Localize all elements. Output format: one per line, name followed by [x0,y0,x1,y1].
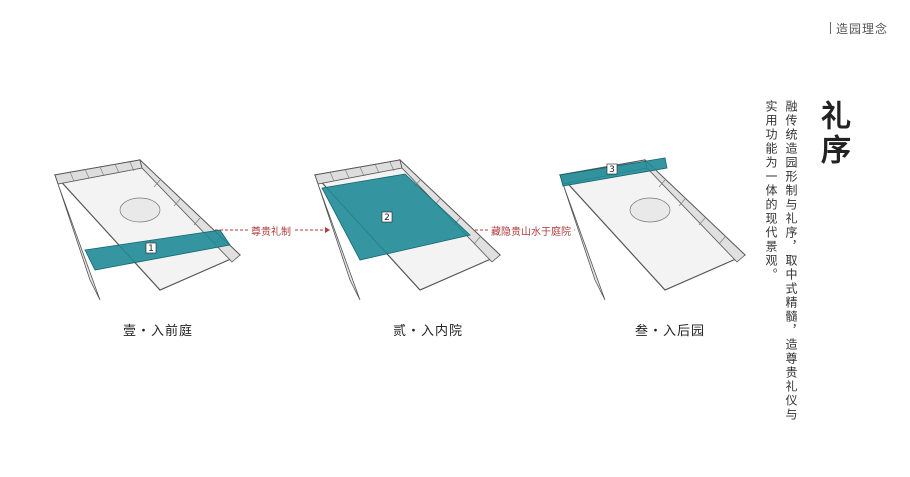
transition-label-2: 藏隐贵山水于庭院 [488,223,574,238]
stage-badge-1-text: 1 [148,244,154,254]
roof-left [314,174,361,301]
transition-label-1: 尊贵礼制 [248,223,294,238]
stage-badge-3 [606,163,618,175]
courtyard-sketch-3: 3 [558,157,747,301]
stage-2-caption: 贰・入内院 [392,324,463,339]
courtyard-sketch-2: 2 [313,158,502,301]
header-divider [829,22,831,34]
stage-badge-2-text: 2 [384,213,390,223]
description-line-2: 实用功能为一体的现代景观。 [764,100,778,282]
stage-3-caption: 叁・入后园 [634,324,705,339]
stage-1-caption: 壹・入前庭 [122,324,193,339]
courtyard-sketch-1: 1 [53,158,242,301]
roof-right [399,158,501,263]
page-title: 礼序 [815,100,850,168]
stage-1-diagram: 1 [50,150,250,310]
highlight-front-court [84,229,231,271]
stage-2-diagram: 2 [310,150,510,310]
section-header: 造园理念 [829,20,888,37]
roof-left [54,174,101,301]
highlight-inner-court [321,173,471,261]
inner-garden [119,197,161,223]
inner-garden [629,197,671,223]
section-label: 造园理念 [835,22,888,36]
description-line-1: 融传统造园形制与礼序，取中式精髓，造尊贵礼仪与 [784,100,798,422]
stage-badge-3-text: 3 [609,165,615,175]
stage-badge-2 [381,211,393,223]
stage-3-diagram: 3 [555,150,755,310]
stage-badge-1 [145,242,157,254]
roof-tiles [658,179,726,245]
roof-tiles [69,161,221,245]
